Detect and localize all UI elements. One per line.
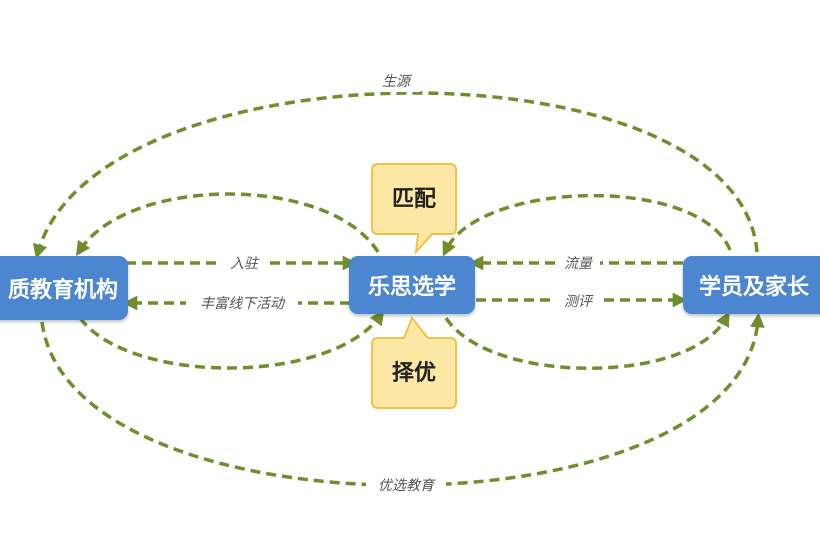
label-traffic: 流量	[564, 256, 594, 272]
label-bg-quality-education	[366, 474, 446, 496]
label-bg-offline-activity	[186, 292, 298, 312]
node-students-parents: 学员及家长	[683, 256, 820, 314]
label-review: 测评	[564, 294, 594, 310]
label-quality-education: 优选教育	[378, 478, 436, 494]
label-bg-source	[372, 70, 420, 92]
label-bg-review	[556, 290, 600, 310]
callout-select-text: 择优	[392, 360, 436, 386]
node-education-institutions-label: 质教育机构	[7, 278, 118, 303]
node-education-institutions: 质教育机构	[0, 256, 128, 320]
label-enter: 入驻	[230, 256, 260, 272]
edge-source	[33, 91, 759, 260]
edge-center-to-right-arc	[444, 311, 730, 370]
label-source: 生源	[382, 74, 413, 90]
edge-right-to-center-arc	[442, 193, 732, 257]
node-students-parents-label: 学员及家长	[699, 275, 810, 300]
label-bg-traffic	[556, 252, 600, 272]
edge-center-to-left-arc	[75, 192, 380, 257]
edge-quality-education	[40, 312, 765, 487]
edge-left-to-center-arc	[78, 310, 385, 370]
node-platform-label: 乐思选学	[367, 275, 456, 300]
callout-match-text: 匹配	[392, 187, 436, 212]
callout-select	[371, 316, 457, 409]
label-offline-activity: 丰富线下活动	[200, 296, 286, 312]
callout-match	[371, 163, 457, 256]
label-bg-enter	[222, 252, 266, 272]
node-platform: 乐思选学	[349, 256, 475, 314]
